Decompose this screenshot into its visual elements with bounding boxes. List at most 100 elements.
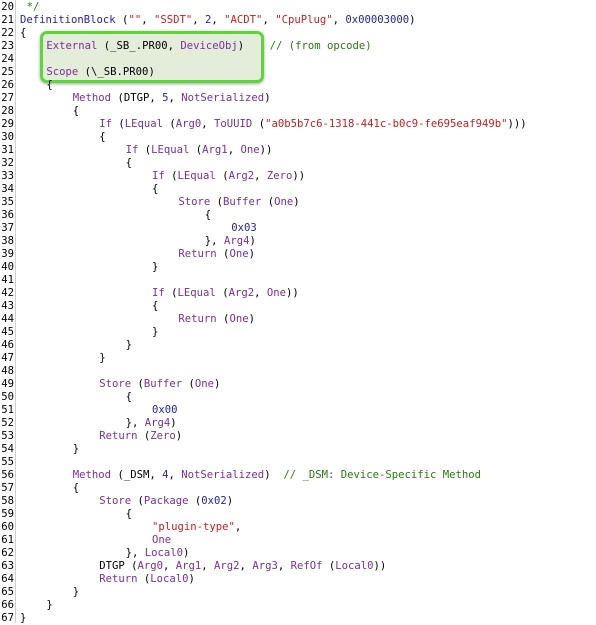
code-token: )) xyxy=(292,170,306,182)
code-token: ( xyxy=(163,118,176,130)
line-number: 41 xyxy=(1,274,14,286)
code-token: ( xyxy=(164,287,178,299)
code-token: LEqual xyxy=(177,287,216,299)
code-token: , xyxy=(277,560,291,572)
code-token: ( xyxy=(322,560,336,572)
code-token: { xyxy=(72,482,80,494)
code-token: 5 xyxy=(162,92,169,104)
code-token: ( xyxy=(188,495,202,507)
code-token: DTGP xyxy=(99,560,125,572)
code-token: Arg1 xyxy=(202,144,228,156)
code-token: , xyxy=(254,287,267,299)
code-line: { xyxy=(73,482,79,495)
line-number: 64 xyxy=(1,573,14,585)
code-token: , xyxy=(227,144,241,156)
line-number: 30 xyxy=(1,131,14,143)
code-token: Local0 xyxy=(144,547,184,559)
code-token: // (from opcode) xyxy=(269,40,372,52)
code-token: ( xyxy=(182,378,195,390)
code-token: , xyxy=(168,469,182,481)
line-number: 46 xyxy=(1,339,14,351)
line-number: 50 xyxy=(1,391,14,403)
code-line: Store (Buffer (One) xyxy=(178,196,299,209)
code-token: } xyxy=(152,326,159,338)
code-token: 2 xyxy=(205,14,212,26)
code-token: ( xyxy=(138,144,152,156)
highlight-box xyxy=(40,31,264,83)
code-line: }, Local0) xyxy=(126,547,190,560)
code-token: Zero xyxy=(266,170,293,182)
code-token: ) xyxy=(226,495,234,507)
code-token: } xyxy=(72,586,80,598)
code-token: )) xyxy=(259,144,273,156)
line-number: 25 xyxy=(1,66,14,78)
code-token: Return xyxy=(178,248,217,260)
line-number: 32 xyxy=(1,157,14,169)
code-token: ) xyxy=(183,547,190,559)
code-line: { xyxy=(152,300,158,313)
code-token: ( xyxy=(216,313,230,325)
code-token: Method xyxy=(72,469,112,481)
code-token: ( xyxy=(137,430,151,442)
code-line: } xyxy=(20,612,26,625)
code-token: Method xyxy=(72,92,112,104)
code-token: ( xyxy=(189,144,203,156)
code-token: ) xyxy=(409,14,416,26)
line-number: 26 xyxy=(1,79,14,91)
code-token: Return xyxy=(99,573,138,585)
line-number: 51 xyxy=(1,404,14,416)
code-token: { xyxy=(204,209,212,221)
code-token: , xyxy=(141,14,154,26)
code-line: { xyxy=(99,131,105,144)
line-number: 44 xyxy=(1,313,14,325)
code-token: NotSerialized xyxy=(181,92,265,104)
code-token: ( xyxy=(131,495,144,507)
code-token: 4 xyxy=(162,469,169,481)
code-token: Arg4 xyxy=(223,235,250,247)
code-token: ( xyxy=(111,118,125,130)
code-line: Return (Local0) xyxy=(99,573,195,586)
code-token: Store xyxy=(99,378,132,390)
code-token: Arg4 xyxy=(144,417,171,429)
code-token: Buffer xyxy=(223,196,262,208)
code-line: DefinitionBlock ("", "SSDT", 2, "ACDT", … xyxy=(20,14,416,27)
code-line: Store (Package (0x02) xyxy=(99,495,233,508)
code-token: ( xyxy=(131,378,144,390)
line-number: 40 xyxy=(1,261,14,273)
code-token: { xyxy=(20,27,27,39)
line-number: 42 xyxy=(1,287,14,299)
code-token: Scope xyxy=(46,66,79,78)
code-token: (_DSM, xyxy=(111,469,163,481)
code-token: ) xyxy=(264,469,284,481)
code-token: One xyxy=(194,378,215,390)
code-line: { xyxy=(73,105,79,118)
code-line: { xyxy=(152,183,158,196)
code-line: "plugin-type", xyxy=(152,521,241,534)
line-number: 60 xyxy=(1,521,14,533)
code-token: ) xyxy=(249,235,256,247)
code-token: If xyxy=(125,144,139,156)
code-line: } xyxy=(73,586,79,599)
code-token: , xyxy=(211,14,225,26)
code-token: If xyxy=(152,170,165,182)
code-token: ) xyxy=(248,313,255,325)
code-token: )) xyxy=(373,560,387,572)
code-line: } xyxy=(46,599,52,612)
code-token: "SSDT" xyxy=(153,14,193,26)
code-token: LEqual xyxy=(151,144,190,156)
code-token: NotSerialized xyxy=(181,469,265,481)
code-token: One xyxy=(274,196,294,208)
code-token: 0x02 xyxy=(201,495,227,507)
code-token: } xyxy=(152,261,159,273)
line-number: 49 xyxy=(1,378,14,390)
code-line: 0x03 xyxy=(231,222,257,235)
code-token: (\_SB.PR00) xyxy=(78,66,155,78)
code-token: (DTGP, xyxy=(111,92,163,104)
line-number: 43 xyxy=(1,300,14,312)
code-token: , xyxy=(262,14,276,26)
line-number: 36 xyxy=(1,209,14,221)
code-line: }, Arg4) xyxy=(205,235,256,248)
line-number: 39 xyxy=(1,248,14,260)
